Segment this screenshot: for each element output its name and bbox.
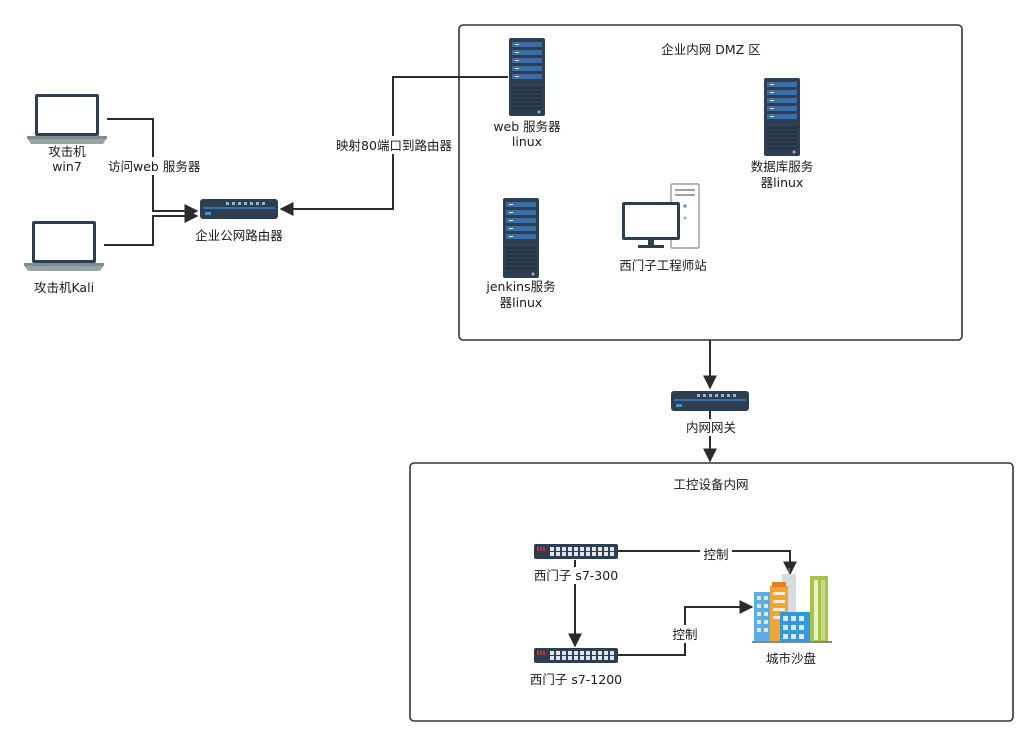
ics-zone-title: 工控设备内网	[673, 477, 748, 492]
server-icon	[509, 38, 545, 116]
node-label-sandbox: 城市沙盘	[766, 651, 816, 666]
ics-zone	[409, 462, 1014, 722]
node-label-kali: 攻击机Kali	[34, 280, 94, 295]
server-icon	[503, 198, 539, 278]
node-label-s7-300: 西门子 s7-300	[534, 568, 618, 583]
svg-text:映射80端口到路由器: 映射80端口到路由器	[336, 138, 452, 153]
switch-icon	[534, 544, 618, 559]
dmz-zone-title: 企业内网 DMZ 区	[661, 42, 760, 57]
node-label-web-line2: linux	[512, 134, 542, 149]
node-label-jenkins-line1: jenkins服务	[485, 279, 555, 294]
workstation-icon	[622, 183, 700, 249]
svg-text:访问web 服务器: 访问web 服务器	[108, 159, 201, 174]
node-label-workstation: 西门子工程师站	[619, 258, 707, 273]
svg-text:控制: 控制	[703, 547, 728, 562]
node-label-db-line1: 数据库服务	[751, 159, 814, 174]
edge-label-access-web: 访问web 服务器	[106, 157, 206, 175]
router-icon	[671, 391, 749, 411]
city-buildings-icon	[752, 568, 832, 643]
edge-label-control-1200: 控制	[669, 625, 701, 643]
server-icon	[764, 78, 800, 156]
edge-label-control-300: 控制	[700, 545, 732, 563]
laptop-icon	[24, 221, 104, 271]
edge-s7300-sandbox	[617, 550, 797, 576]
edge-label-port-mapping: 映射80端口到路由器	[332, 136, 456, 154]
node-label-win7-line2: win7	[52, 159, 82, 174]
node-label-corp-router: 企业公网路由器	[195, 228, 283, 243]
router-icon	[200, 199, 278, 219]
node-label-s7-1200: 西门子 s7-1200	[530, 672, 622, 687]
node-label-jenkins-line2: 器linux	[500, 295, 543, 310]
svg-text:控制: 控制	[672, 627, 697, 642]
node-label-gateway: 内网网关	[686, 420, 736, 435]
laptop-icon	[27, 94, 107, 144]
node-label-win7-line1: 攻击机	[48, 144, 86, 159]
node-label-web-line1: web 服务器	[493, 119, 561, 134]
switch-icon	[534, 648, 618, 663]
node-label-db-line2: 器linux	[761, 175, 804, 190]
edge-kali-router	[104, 209, 199, 246]
